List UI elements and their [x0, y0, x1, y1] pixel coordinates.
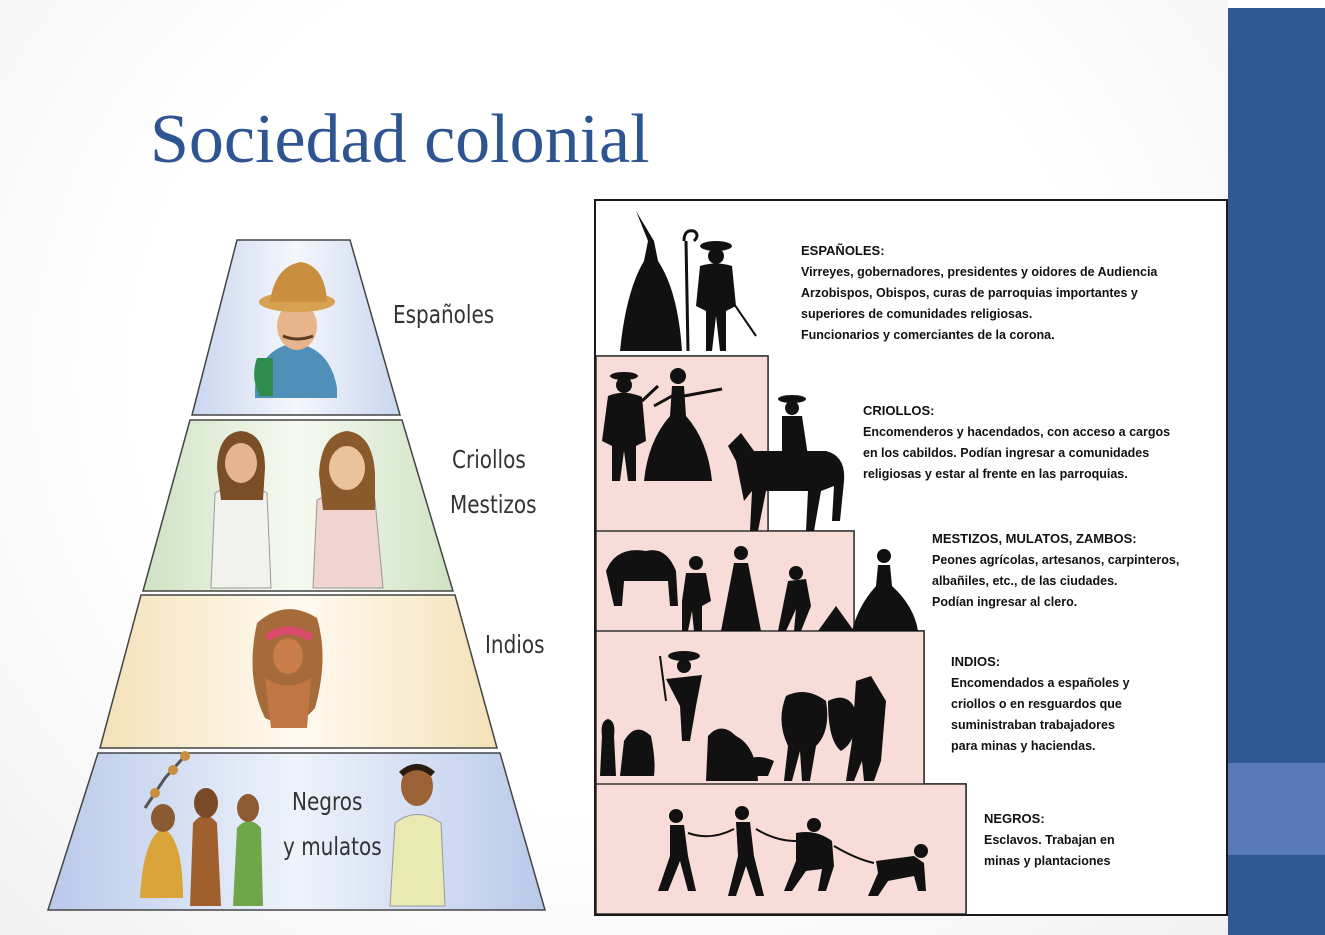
criollo-man-silhouette — [602, 372, 660, 481]
group-line: criollos o en resguardos que — [951, 697, 1122, 711]
group-line: Encomenderos y hacendados, con acceso a … — [863, 425, 1171, 439]
group-heading: ESPAÑOLES: — [801, 243, 885, 258]
social-pyramid: Españoles Criollos Mestizos Indios Negro… — [45, 238, 555, 913]
indigenous-porter-figure — [252, 609, 323, 728]
enslaved-people-figures — [140, 751, 263, 906]
pyramid-label-espanoles: Españoles — [393, 300, 495, 329]
group-line: Virreyes, gobernadores, presidentes y oi… — [801, 265, 1158, 279]
group-negros: NEGROS: Esclavos. Trabajan en minas y pl… — [984, 811, 1115, 872]
side-accent-band — [1228, 8, 1325, 935]
mestizo-figure — [312, 431, 384, 589]
group-line: minas y plantaciones — [984, 854, 1111, 868]
criollo-figure — [210, 431, 272, 589]
group-espanoles: ESPAÑOLES: Virreyes, gobernadores, presi… — [801, 243, 1157, 346]
pyramid-label-mulatos: y mulatos — [283, 832, 382, 861]
group-line: suministraban trabajadores — [951, 718, 1115, 732]
social-staircase-figure: ESPAÑOLES: Virreyes, gobernadores, presi… — [594, 199, 1228, 916]
pyramid-illustration — [46, 239, 546, 911]
group-line: Funcionarios y comerciantes de la corona… — [801, 328, 1055, 342]
group-line: Esclavos. Trabajan en — [984, 833, 1115, 847]
pyramid-label-mestizos: Mestizos — [450, 490, 537, 519]
group-mestizos-mulatos-zambos: MESTIZOS, MULATOS, ZAMBOS: Peones agríco… — [932, 531, 1179, 613]
group-line: Encomendados a españoles y — [951, 676, 1130, 690]
group-heading: MESTIZOS, MULATOS, ZAMBOS: — [932, 531, 1137, 546]
pyramid-label-negros: Negros — [292, 787, 363, 816]
tier-criollos-mestizos — [142, 419, 455, 592]
side-accent-highlight — [1228, 763, 1325, 855]
group-line: para minas y haciendas. — [951, 739, 1096, 753]
gentleman-silhouette — [696, 241, 757, 351]
group-line: en los cabildos. Podían ingresar a comun… — [863, 446, 1150, 460]
mulatto-figure — [389, 764, 446, 907]
indigenous-workers-silhouettes — [600, 651, 886, 781]
group-indios: INDIOS: Encomendados a españoles y criol… — [951, 654, 1130, 757]
pyramid-label-indios: Indios — [485, 630, 545, 659]
horse-rider-silhouette — [728, 395, 845, 531]
group-heading: NEGROS: — [984, 811, 1045, 826]
group-line: Arzobispos, Obispos, curas de parroquias… — [801, 286, 1138, 300]
group-line: religiosas y estar al frente en las parr… — [863, 467, 1128, 481]
group-line: superiores de comunidades religiosas. — [801, 307, 1033, 321]
criollo-lady-silhouette — [644, 368, 723, 481]
staircase-illustration — [596, 211, 967, 914]
group-line: Podían ingresar al clero. — [932, 595, 1078, 609]
spaniard-figure — [254, 262, 337, 398]
group-criollos: CRIOLLOS: Encomenderos y hacendados, con… — [863, 403, 1170, 485]
slide-title: Sociedad colonial — [150, 101, 650, 178]
bishop-silhouette — [620, 211, 699, 352]
pyramid-label-criollos: Criollos — [452, 445, 526, 474]
mestizo-workers-silhouettes — [606, 546, 918, 631]
group-line: Peones agrícolas, artesanos, carpinteros… — [932, 553, 1180, 567]
enslaved-workers-silhouettes — [658, 806, 928, 896]
group-heading: CRIOLLOS: — [863, 403, 935, 418]
group-line: albañiles, etc., de las ciudades. — [932, 574, 1118, 588]
group-heading: INDIOS: — [951, 654, 1001, 669]
